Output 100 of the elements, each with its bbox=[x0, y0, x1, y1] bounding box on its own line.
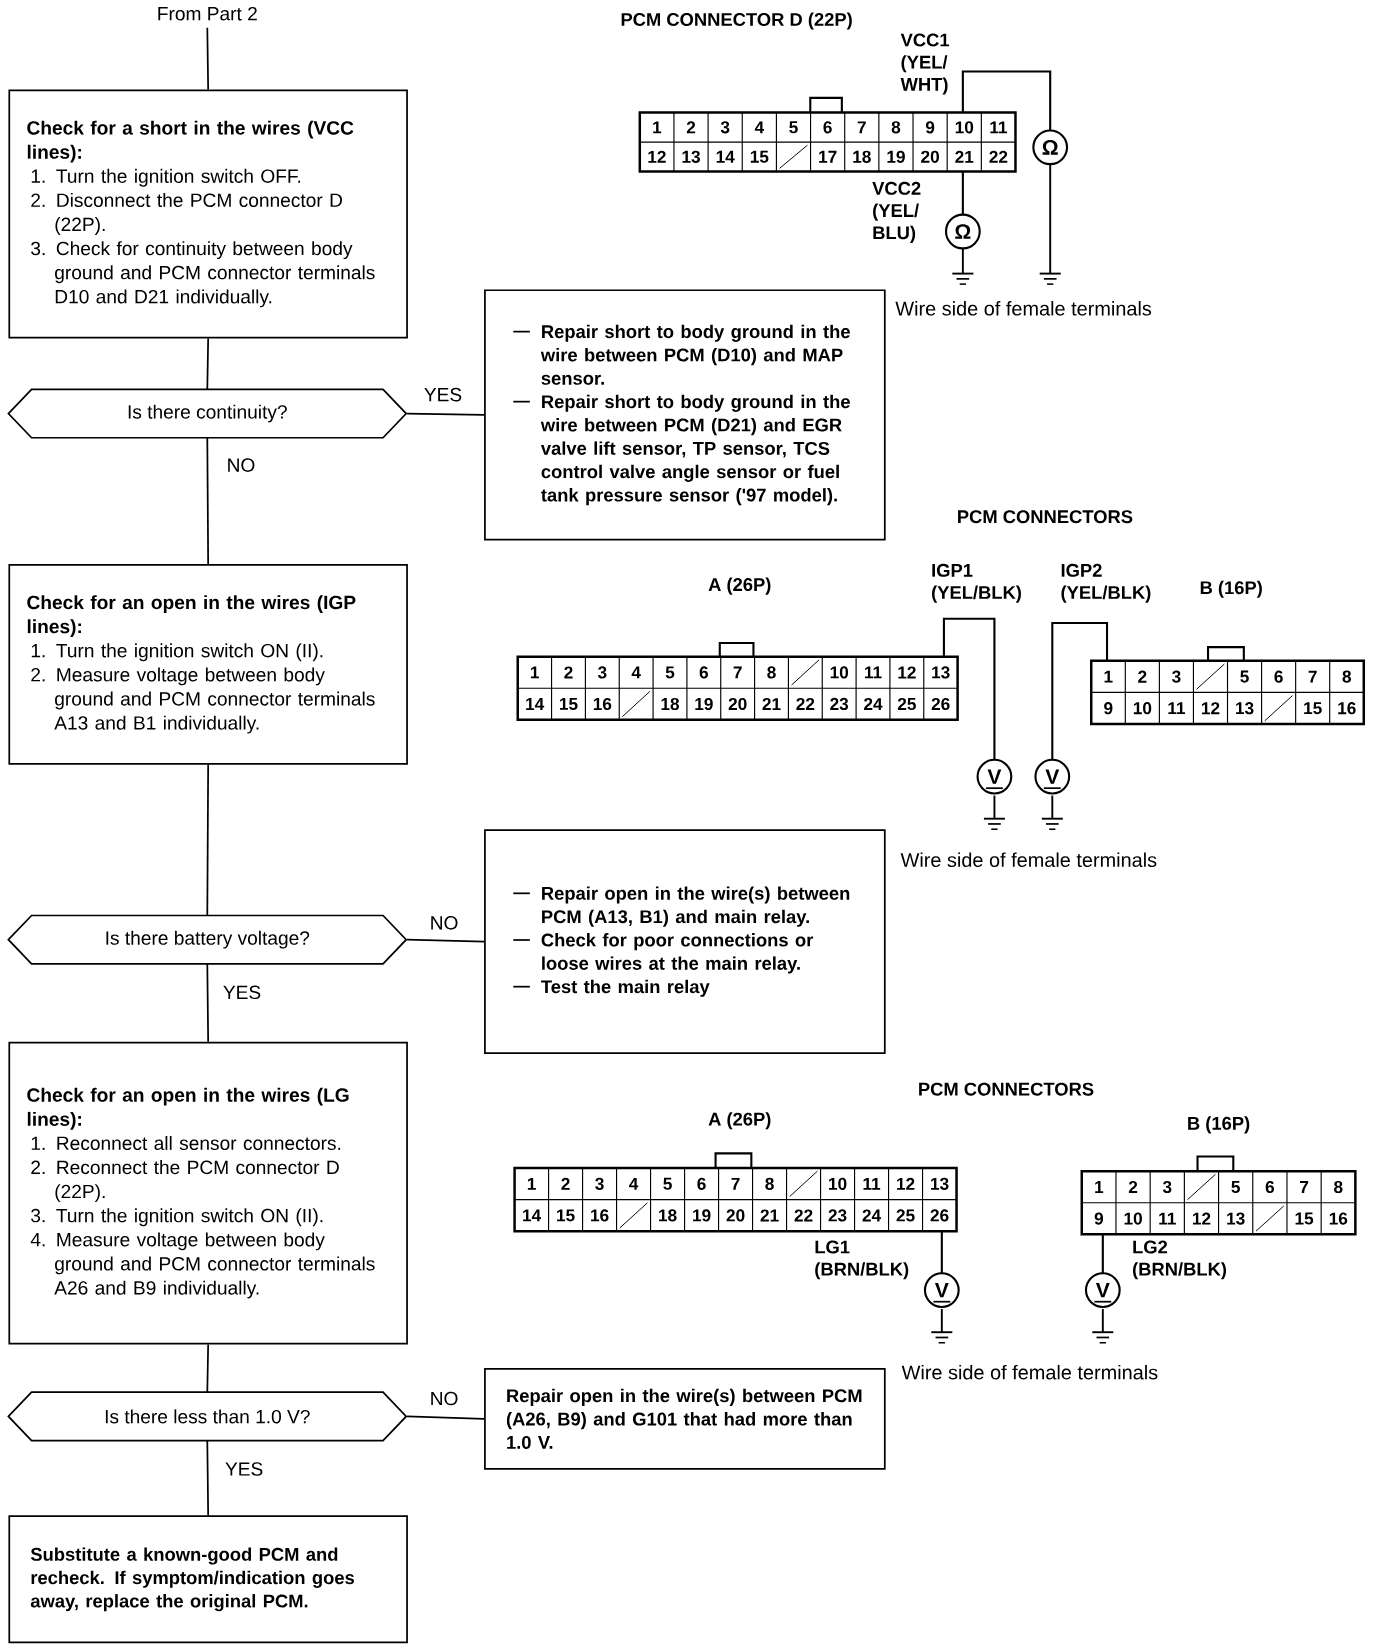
pin-number: 1 bbox=[1094, 1181, 1103, 1193]
pin-number: 7 bbox=[857, 121, 866, 134]
pin-number: 20 bbox=[726, 1209, 745, 1222]
pin-number: 7 bbox=[1308, 670, 1317, 683]
pin-number: 13 bbox=[930, 1177, 949, 1190]
caption-text: Wire side of female terminals bbox=[901, 1364, 1158, 1380]
pin-number: 8 bbox=[1333, 1180, 1343, 1194]
repair-box: Repair short to body ground in the wire between PCM (D10) and MAP sensor. Repair short to body ground in the wire between PCM (D21) and EGR valve lift sensor, TP sensor, TCS control valve angle sensor or fuel tank pressure sensor ('97 model). bbox=[483, 289, 886, 541]
pin-number: 3 bbox=[1162, 1180, 1172, 1194]
pin-number: 5 bbox=[663, 1177, 672, 1190]
pin-number: 12 bbox=[896, 1177, 915, 1190]
decision-hexagon: Is there battery voltage? bbox=[7, 914, 408, 965]
pin-number: 24 bbox=[863, 697, 883, 710]
pin-number: 7 bbox=[731, 1177, 740, 1190]
pin-number: 21 bbox=[760, 1209, 779, 1222]
pin-number: 3 bbox=[594, 1177, 604, 1190]
connector-title: PCM CONNECTORS bbox=[957, 510, 1133, 524]
pin-number: 19 bbox=[887, 150, 905, 163]
pin-number: 21 bbox=[955, 150, 974, 163]
wire-label: IGP2 (YEL/BLK) bbox=[1061, 563, 1151, 603]
pin-number: 14 bbox=[525, 698, 544, 710]
pin-number: 6 bbox=[1265, 1180, 1274, 1194]
edge-label: YES bbox=[223, 985, 261, 1000]
decision-hexagon: Is there less than 1.0 V? bbox=[7, 1391, 408, 1442]
pin-number: 22 bbox=[796, 697, 814, 710]
edge-label: NO bbox=[431, 916, 458, 930]
pin-number: 14 bbox=[716, 150, 735, 163]
pin-number: 12 bbox=[648, 150, 666, 163]
pin-number: 13 bbox=[932, 666, 950, 679]
pin-number: 8 bbox=[891, 121, 900, 134]
pin-number: 18 bbox=[661, 697, 679, 711]
pin-number: 17 bbox=[818, 150, 837, 163]
pin-number: 23 bbox=[828, 1209, 847, 1222]
pin-number: 14 bbox=[522, 1209, 541, 1222]
pin-number: 15 bbox=[1295, 1212, 1313, 1225]
pin-number: 3 bbox=[720, 121, 730, 134]
pin-number: 6 bbox=[1274, 670, 1283, 683]
pin-number: 4 bbox=[754, 121, 764, 134]
pin-number: 9 bbox=[1103, 702, 1113, 715]
connector-line bbox=[206, 963, 209, 1043]
pin-number: 11 bbox=[864, 666, 882, 679]
edge-label: NO bbox=[431, 1391, 458, 1406]
pin-number: 1 bbox=[1104, 670, 1113, 683]
process-box: Check for a short in the wires (VCC lines): 1. Turn the ignition switch OFF. 2. Disconnect the PCM connector D (22P). 3. Check for continuity between body ground and PCM connector terminals D10 and D21 individually. bbox=[8, 89, 408, 339]
connector-title: B (16P) bbox=[1187, 1116, 1250, 1134]
pin-number: 5 bbox=[789, 121, 798, 134]
pin-number: 3 bbox=[1171, 670, 1181, 683]
pin-number: 9 bbox=[925, 121, 935, 134]
pin-number: 20 bbox=[920, 150, 939, 163]
pin-number: 2 bbox=[686, 121, 695, 134]
wire-label: LG1 (BRN/BLK) bbox=[815, 1240, 909, 1280]
connector-line bbox=[206, 436, 209, 565]
pin-number: 5 bbox=[1231, 1181, 1240, 1193]
pin-number: 26 bbox=[931, 697, 950, 711]
pin-number: 15 bbox=[750, 150, 769, 163]
connector-line bbox=[206, 763, 209, 917]
pin-number: 2 bbox=[1137, 670, 1147, 683]
pin-number: 6 bbox=[699, 666, 708, 679]
result-box: Repair open in the wire(s) between PCM (A26, B9) and G101 that had more than 1.0 V. bbox=[483, 1368, 886, 1470]
pin-number: 24 bbox=[862, 1209, 881, 1222]
wire-label: IGP1 (YEL/BLK) bbox=[931, 563, 1021, 603]
edge-label: NO bbox=[228, 458, 255, 472]
pin-number: 5 bbox=[665, 666, 675, 679]
pin-number: 16 bbox=[1329, 1212, 1347, 1225]
wire-label: VCC1 (YEL/ WHT) bbox=[900, 33, 949, 95]
connector-line bbox=[405, 412, 485, 416]
pin-number: 5 bbox=[1240, 670, 1249, 683]
connector-title: A (26P) bbox=[708, 577, 771, 595]
connector-line bbox=[405, 938, 485, 943]
pin-number: 23 bbox=[830, 697, 848, 711]
pin-number: 13 bbox=[1235, 702, 1254, 715]
pin-number: 9 bbox=[1094, 1212, 1103, 1225]
pin-number: 16 bbox=[593, 697, 612, 711]
connector-line bbox=[206, 337, 209, 391]
pin-number: 16 bbox=[590, 1209, 609, 1222]
pin-number: 12 bbox=[1192, 1212, 1211, 1225]
pin-number: 25 bbox=[897, 697, 916, 711]
pin-number: 10 bbox=[1124, 1212, 1142, 1225]
connector-line bbox=[206, 1343, 209, 1394]
repair-box: Repair open in the wire(s) between PCM (A13, B1) and main relay. Check for poor connections or loose wires at the main relay. Test the main relay bbox=[483, 829, 886, 1054]
pin-number: 2 bbox=[564, 666, 573, 679]
start-text: From Part 2 bbox=[158, 6, 257, 21]
pin-number: 3 bbox=[597, 666, 607, 679]
pin-number: 10 bbox=[1133, 702, 1151, 715]
pin-number: 8 bbox=[767, 666, 776, 679]
pin-number: 4 bbox=[631, 666, 641, 679]
pin-number: 1 bbox=[527, 1177, 536, 1190]
pin-number: 6 bbox=[823, 121, 832, 134]
pin-number: 10 bbox=[830, 666, 848, 679]
process-box: Check for an open in the wires (IGP lines): 1. Turn the ignition switch ON (II). 2. Measure voltage between body ground and PCM connector terminals A13 and B1 individually. bbox=[8, 564, 408, 765]
decision-hexagon: Is there continuity? bbox=[7, 388, 408, 439]
pin-number: 19 bbox=[695, 697, 713, 711]
pin-number: 10 bbox=[955, 121, 973, 134]
pin-number: 13 bbox=[1226, 1212, 1245, 1225]
wire-label: VCC2 (YEL/ BLU) bbox=[872, 181, 921, 243]
connector-title: PCM CONNECTORS bbox=[918, 1082, 1094, 1096]
pin-number: 8 bbox=[1342, 670, 1351, 683]
pin-number: 26 bbox=[930, 1209, 949, 1222]
pin-number: 11 bbox=[1168, 702, 1185, 715]
pin-number: 4 bbox=[628, 1177, 639, 1190]
